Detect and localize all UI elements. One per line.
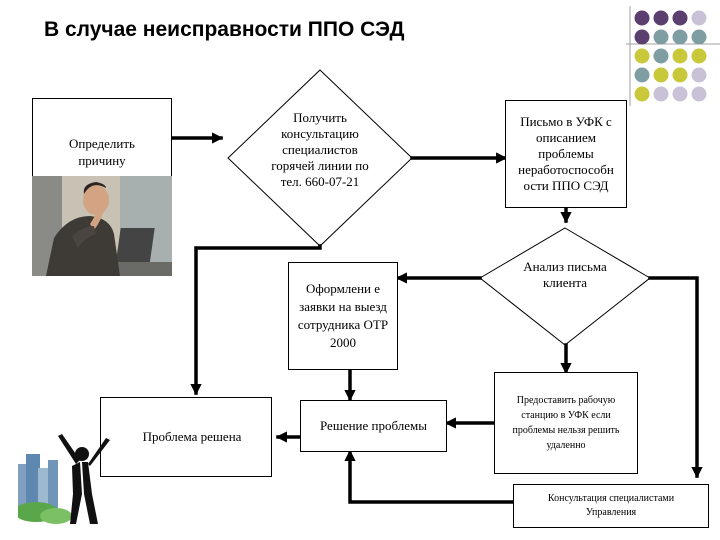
solution-label: Решение проблемы [319, 418, 427, 433]
workstation-node: Предоставить рабочую станцию в УФК если … [494, 372, 638, 474]
decorative-dot [672, 67, 688, 83]
decorative-dot [691, 67, 707, 83]
decorative-dot [634, 67, 650, 83]
thinking-man-illustration [32, 176, 172, 276]
letter-ufk-node: Письмо в УФК с описанием проблемы нерабо… [505, 100, 627, 208]
celebrating-person-illustration [18, 434, 110, 524]
submit-request-label: Оформлени е заявки на выезд сотрудника О… [297, 281, 389, 350]
decorative-dot [634, 10, 650, 26]
solution-node: Решение проблемы [300, 400, 447, 452]
consultation-node: Консультация специалистами Управления [513, 484, 709, 528]
hotline-label: Получить консультацию специалистов горяч… [271, 110, 369, 189]
problem-solved-node: Проблема решена [100, 397, 272, 477]
letter-ufk-label: Письмо в УФК с описанием проблемы нерабо… [518, 114, 614, 193]
decorative-dot [691, 10, 707, 26]
decorative-dot [653, 29, 669, 45]
consultation-label: Консультация специалистами Управления [547, 493, 675, 518]
decorative-dot [672, 29, 688, 45]
page-title: В случае неисправности ППО СЭД [44, 18, 405, 41]
decorative-dot [691, 29, 707, 45]
problem-solved-label: Проблема решена [142, 429, 242, 444]
arrow-consultation-to-solution [344, 449, 515, 504]
submit-request-node: Оформлени е заявки на выезд сотрудника О… [288, 262, 398, 370]
arrow-analyze-to-consultation [648, 276, 703, 479]
decorative-dot [634, 48, 650, 64]
workstation-label: Предоставить рабочую станцию в УФК если … [512, 395, 620, 451]
decorative-dot [653, 86, 669, 102]
decorative-dot [672, 48, 688, 64]
decorative-dot [691, 86, 707, 102]
decorative-dot-grid [626, 6, 720, 106]
analyze-letter-label: Анализ письма клиента [523, 259, 607, 290]
decorative-dot [634, 86, 650, 102]
decorative-dot [634, 29, 650, 45]
decorative-dot [672, 86, 688, 102]
decorative-dot [672, 10, 688, 26]
arrow-hotline-to-solved [190, 244, 322, 396]
decorative-dot [653, 10, 669, 26]
determine-cause-label: Определить причину [69, 136, 135, 168]
decorative-dot [653, 67, 669, 83]
decorative-dot [691, 48, 707, 64]
decorative-dot [653, 48, 669, 64]
